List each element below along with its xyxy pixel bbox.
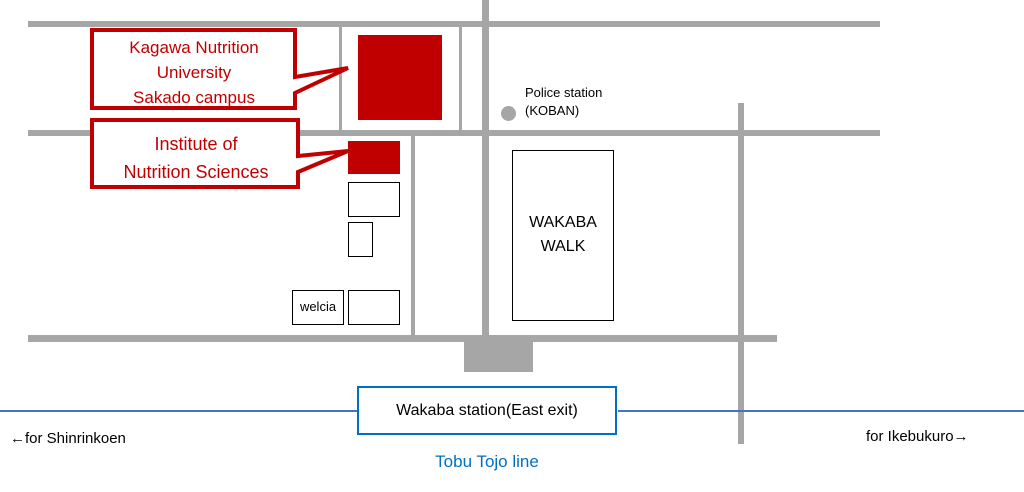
institute-callout-line-2: Nutrition Sciences <box>123 162 269 182</box>
road-right-vertical <box>738 103 744 444</box>
station-name: Wakaba station(East exit) <box>396 402 578 419</box>
institute-callout-line-1: Institute of <box>154 134 238 154</box>
police-station-icon[interactable] <box>501 106 516 121</box>
road-side-vertical-mid <box>459 27 462 130</box>
building-block-2 <box>348 222 373 257</box>
wakaba-walk-building[interactable]: WAKABA WALK <box>512 150 614 321</box>
building-block-1 <box>348 182 400 217</box>
road-middle-horizontal <box>28 130 880 136</box>
institute-callout-shape <box>90 118 349 189</box>
road-side-vertical-lower <box>411 136 415 335</box>
road-main-vertical <box>482 0 489 342</box>
wakaba-walk-label: WAKABA WALK <box>513 211 613 259</box>
police-station-label: Police station (KOBAN) <box>525 84 602 120</box>
university-callout-shape <box>90 28 349 110</box>
institute-callout-text[interactable]: Institute of Nutrition Sciences <box>96 130 296 186</box>
university-callout-line-2: University <box>156 63 232 82</box>
building-block-3 <box>348 290 400 325</box>
university-building[interactable] <box>358 35 442 120</box>
rail-line-west <box>0 410 358 412</box>
road-bottom-horizontal <box>28 335 777 342</box>
institute-building[interactable] <box>348 141 400 174</box>
university-callout-line-3: Sakado campus <box>133 88 255 107</box>
direction-east-label: for Ikebukuro→ <box>866 428 969 445</box>
road-side-vertical-left <box>339 27 342 130</box>
station-entrance-block <box>464 342 533 372</box>
wakaba-walk-label-line-1: WAKABA <box>529 214 597 231</box>
welcia-building[interactable]: welcia <box>292 290 344 325</box>
police-station-label-line-1: Police station <box>525 85 603 100</box>
station-box[interactable]: Wakaba station(East exit) <box>357 386 617 435</box>
road-top-horizontal <box>28 21 880 27</box>
welcia-label: welcia <box>299 299 337 314</box>
rail-line-name: Tobu Tojo line <box>435 452 539 471</box>
police-station-label-line-2: (KOBAN) <box>525 103 580 118</box>
university-callout-line-1: Kagawa Nutrition <box>129 38 259 57</box>
wakaba-walk-label-line-2: WALK <box>540 238 586 255</box>
direction-west-label: ←for Shinrinkoen <box>10 430 126 447</box>
rail-line-east <box>618 410 1024 412</box>
university-callout-text[interactable]: Kagawa Nutrition University Sakado campu… <box>96 35 292 110</box>
